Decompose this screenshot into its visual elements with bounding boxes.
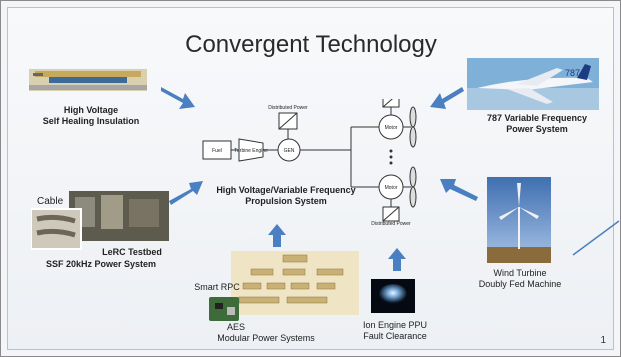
- aes-caption-line1: AES: [226, 322, 245, 332]
- arrow-ion: [388, 248, 406, 271]
- diagram-motor-b: Motor: [385, 185, 398, 191]
- ion-caption-line2: Fault Clearance: [363, 331, 427, 341]
- insulation-caption-line1: High Voltage: [63, 105, 119, 115]
- aes-caption-line2: Modular Power Systems: [217, 333, 315, 343]
- arrow-wind: [440, 179, 478, 201]
- testbed-caption-line1: LeRC Testbed: [102, 247, 162, 257]
- arrow-aes: [268, 224, 286, 247]
- arrow-insulation: [161, 87, 195, 109]
- diagram-motor-a: Motor: [385, 125, 398, 131]
- cable-label: Cable: [37, 196, 64, 207]
- propulsion-caption-line2: Propulsion System: [245, 196, 327, 206]
- arrow-787: [430, 87, 464, 109]
- b787-caption-line1: 787 Variable Frequency: [486, 113, 588, 123]
- diagram-dist-gen: Distributed Power: [268, 105, 308, 111]
- propulsion-diagram: Fuel Turbine Engine GEN Motor Motor Dist…: [202, 99, 417, 227]
- slide-title: Convergent Technology: [185, 31, 437, 58]
- propulsion-caption-line1: High Voltage/Variable Frequency: [216, 185, 356, 195]
- svg-text:787: 787: [565, 68, 580, 78]
- smart-rpc-label: Smart RPC: [194, 282, 240, 292]
- smart-rpc-image: [209, 297, 239, 321]
- aes-image: [231, 251, 359, 315]
- diagram-dist-bottom: Distributed Power: [371, 221, 411, 227]
- testbed-caption-line2: SSF 20kHz Power System: [45, 259, 157, 269]
- wind-caption-line2: Doubly Fed Machine: [478, 279, 562, 289]
- wind-turbine-image: [487, 177, 551, 263]
- diagram-gen: GEN: [284, 148, 295, 154]
- page-number: 1: [600, 335, 606, 346]
- insulation-caption: High Voltage Self Healing Insulation: [31, 105, 151, 127]
- ion-caption-line1: Ion Engine PPU: [362, 320, 428, 330]
- callout-line: [572, 220, 620, 256]
- insulation-image: [29, 69, 147, 91]
- ion-engine-image: [371, 279, 415, 313]
- aes-caption: AES Modular Power Systems: [211, 322, 321, 344]
- diagram-fuel: Fuel: [212, 148, 222, 154]
- wind-caption-line1: Wind Turbine: [493, 268, 547, 278]
- arrow-testbed: [169, 181, 203, 205]
- diagram-turbine: Turbine Engine: [234, 148, 268, 154]
- propulsion-caption: High Voltage/Variable Frequency Propulsi…: [206, 185, 366, 207]
- b787-caption-line2: Power System: [506, 124, 568, 134]
- insulation-caption-line2: Self Healing Insulation: [42, 116, 140, 126]
- testbed-image: [31, 191, 169, 250]
- wind-caption: Wind Turbine Doubly Fed Machine: [471, 268, 569, 290]
- ion-caption: Ion Engine PPU Fault Clearance: [353, 320, 437, 342]
- b787-caption: 787 Variable Frequency Power System: [471, 113, 603, 135]
- b787-image: 787: [467, 58, 599, 110]
